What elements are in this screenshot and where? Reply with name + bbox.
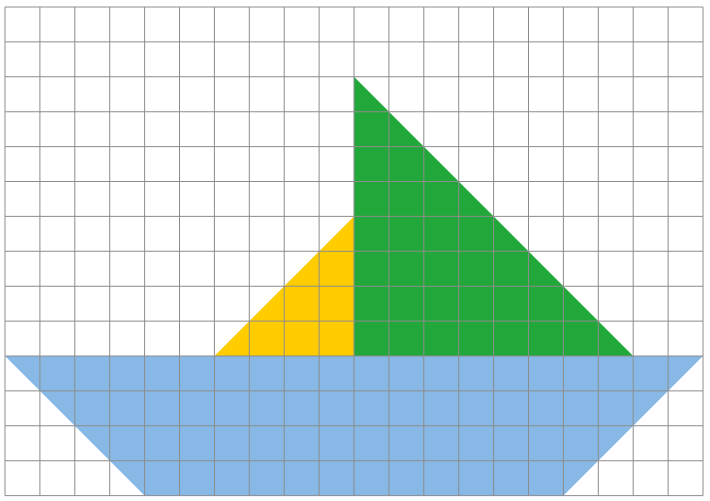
grid-layer <box>4 6 704 497</box>
